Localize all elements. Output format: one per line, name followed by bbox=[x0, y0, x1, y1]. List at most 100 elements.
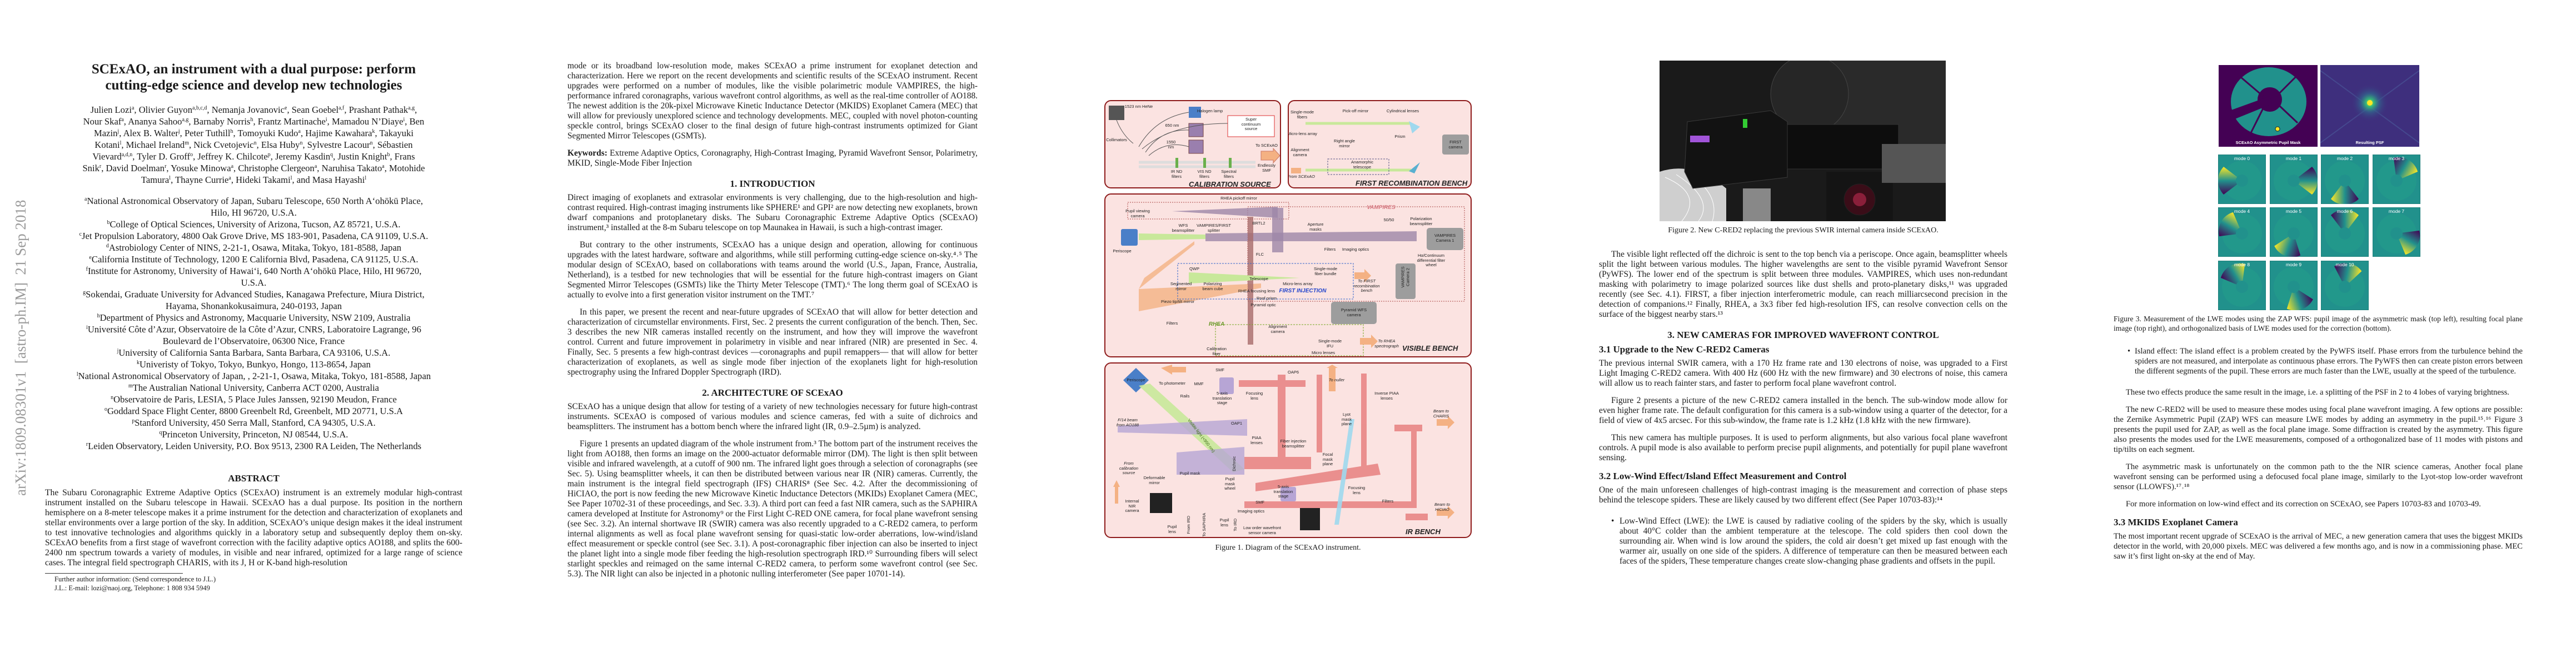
affiliation-mark: m bbox=[128, 383, 133, 389]
bullet-text: Low-Wind Effect (LWE): the LWE is caused… bbox=[1620, 516, 2007, 566]
title-line: SCExAO, an instrument with a dual purpos… bbox=[91, 62, 416, 77]
subsection-heading: 3.1 Upgrade to the New C-RED2 Cameras bbox=[1599, 344, 1770, 355]
lwe-mode-label: mode 10 bbox=[2335, 262, 2354, 267]
affiliation-text: Stanford University, 450 Serra Mall, Sta… bbox=[134, 417, 376, 428]
keywords-text: Extreme Adaptive Optics, Coronagraphy, H… bbox=[567, 148, 978, 168]
footnote-line: Further author information: (Send corres… bbox=[54, 575, 216, 583]
author-name: Elsa Huby bbox=[261, 140, 300, 150]
lwe-mode-map bbox=[2218, 154, 2266, 205]
diagram-label: FLC bbox=[1255, 252, 1264, 257]
affiliation-text: U.S.A. bbox=[241, 277, 267, 288]
author-name: Kotani bbox=[94, 140, 120, 150]
title-line: cutting-edge science and develop new tec… bbox=[105, 78, 402, 93]
author-name: Hajime Kawahara bbox=[305, 128, 372, 138]
author-line: Vievarda,d,n, Tyler D. Groffo, Jeffrey K… bbox=[92, 151, 415, 162]
subsection-heading: 3.3 MKIDS Exoplanet Camera bbox=[2114, 517, 2238, 527]
affiliation-line: hDepartment of Physics and Astronomy, Ma… bbox=[45, 312, 462, 323]
diagram-label: Focusing lens bbox=[1348, 485, 1366, 495]
author-name: Alex B. Walter bbox=[123, 128, 178, 138]
diagram-label: 5-axis translation stage bbox=[1212, 391, 1232, 405]
footnote-rule bbox=[45, 573, 183, 574]
paragraph: Direct imaging of exoplanets and extraso… bbox=[567, 193, 978, 232]
author-name: Frantz Martinache bbox=[257, 116, 326, 127]
diagram-label: Pyramid optic bbox=[1250, 302, 1276, 307]
paragraph: These two effects produce the same resul… bbox=[2126, 388, 2509, 397]
lwe-mode-label: mode 4 bbox=[2234, 208, 2250, 214]
paragraph: Figure 1 presents an updated diagram of … bbox=[567, 439, 978, 579]
keywords: Keywords: Extreme Adaptive Optics, Coron… bbox=[567, 148, 978, 168]
affiliation-text: Hilo, HI 96720, U.S.A. bbox=[211, 207, 297, 218]
diagram-label: 1523 nm HeNe bbox=[1124, 104, 1153, 109]
diagram-label: FIRST camera bbox=[1448, 140, 1463, 150]
calibration-optics-drawing bbox=[1109, 106, 1280, 168]
diagram-label: Prism bbox=[1394, 134, 1406, 139]
affiliation-mark: j bbox=[117, 348, 119, 354]
section-heading: 2. ARCHITECTURE OF SCExAO bbox=[702, 387, 843, 398]
affiliation-line: fInstitute for Astronomy, University of … bbox=[45, 265, 462, 277]
diagram-label: Alignment camera bbox=[1291, 147, 1309, 157]
affiliation-text: Astrobiology Center of NINS, 2-21-1, Osa… bbox=[108, 242, 402, 253]
page-3-column: Figure 2. New C-RED2 replacing the previ… bbox=[1599, 226, 2007, 566]
affiliation-line: oGoddard Space Flight Center, 8800 Green… bbox=[45, 405, 462, 417]
diagram-label: Pupil mask wheel bbox=[1224, 476, 1235, 491]
affiliation-mark: c bbox=[79, 231, 82, 237]
author-name: Snik bbox=[82, 163, 99, 173]
diagram-label: Pupil lens bbox=[1167, 524, 1177, 534]
affiliation-line: jUniversity of California Santa Barbara,… bbox=[45, 347, 462, 359]
author-name: David Doelman bbox=[106, 163, 165, 173]
author-line: Julien Lozia, Olivier Guyona,b,c,d, Nema… bbox=[90, 104, 417, 115]
diagram-label: QWP bbox=[1189, 266, 1199, 271]
diagram-label: 1550 nm bbox=[1166, 140, 1176, 150]
author-name: Sébastien bbox=[377, 140, 413, 150]
abstract-text: The Subaru Coronagraphic Extreme Adaptiv… bbox=[45, 488, 462, 568]
diagram-label: Single-mode fibers bbox=[1290, 109, 1314, 120]
diagram-label: IR ND filters bbox=[1170, 169, 1183, 179]
author-name: Michael Ireland bbox=[126, 140, 185, 150]
lwe-mode-panel: mode 4 bbox=[2218, 207, 2266, 257]
keywords-label: Keywords: bbox=[567, 148, 607, 158]
author-affiliation-mark: a,d,n bbox=[121, 152, 133, 158]
diagram-label: Endlessly SMF bbox=[1257, 163, 1276, 173]
author-affiliation-mark: a,g bbox=[408, 105, 415, 111]
diagram-label: RHEA pickoff mirror bbox=[1220, 196, 1257, 201]
diagram-label: To photometer bbox=[1159, 381, 1185, 386]
diagram-label: Pupil lens bbox=[1219, 517, 1229, 527]
section-heading: 3. NEW CAMERAS FOR IMPROVED WAVEFRONT CO… bbox=[1667, 330, 1939, 340]
diagram-label: RHEA bbox=[1208, 321, 1225, 327]
diagram-label: Imaging optics bbox=[1237, 509, 1265, 514]
diagram-label: Deformable mirror bbox=[1143, 475, 1165, 485]
diagram-label: F/14 beam from AO188 bbox=[1116, 417, 1139, 427]
diagram-label: To IRD bbox=[1232, 518, 1238, 531]
lwe-mode-map bbox=[2320, 260, 2369, 311]
affiliation-mark: n bbox=[111, 395, 114, 401]
diagram-label: FIRST INJECTION bbox=[1279, 288, 1327, 294]
affiliation-line: cJet Propulsion Laboratory, 4800 Oak Gro… bbox=[45, 230, 462, 242]
author-name: Mamadou N’Diaye bbox=[331, 116, 403, 127]
diagram-label: From IRD bbox=[1185, 516, 1191, 534]
arxiv-stamp: arXiv:1809.08301v1 [astro-ph.IM] 21 Sep … bbox=[12, 200, 29, 496]
diagram-label: Piezo tip/tilt mirror bbox=[1160, 299, 1195, 304]
author-name: Mazin bbox=[94, 128, 118, 138]
diagram-label: Anamorphic telescope bbox=[1351, 160, 1374, 170]
bench-title: IR BENCH bbox=[1406, 527, 1441, 536]
lwe-mode-map bbox=[2218, 207, 2266, 257]
figure-2-caption: Figure 2. New C-RED2 replacing the previ… bbox=[1668, 226, 1939, 235]
affiliation-mark: h bbox=[97, 313, 100, 319]
ir-optics-drawing bbox=[1113, 365, 1454, 530]
bullet-item: •Island effect: The island effect is a p… bbox=[2114, 346, 2523, 376]
diagram-label: Inverse PIAA lenses bbox=[1374, 391, 1399, 401]
psf-label: Resulting PSF bbox=[2355, 140, 2384, 145]
affiliation-mark: k bbox=[137, 360, 140, 366]
diagram-label: Focal mask plane bbox=[1322, 452, 1333, 466]
pupil-mask-drawing bbox=[2219, 65, 2318, 147]
bullet-text: Island effect: The island effect is a pr… bbox=[2135, 347, 2523, 376]
diagram-label: From calibration source bbox=[1119, 461, 1139, 475]
diagram-label: Super continuum source bbox=[1241, 117, 1261, 131]
lwe-mode-map bbox=[2320, 207, 2369, 257]
affiliation-text: Jet Propulsion Laboratory, 4800 Oak Grov… bbox=[82, 231, 428, 241]
section-heading: 1. INTRODUCTION bbox=[730, 178, 815, 189]
